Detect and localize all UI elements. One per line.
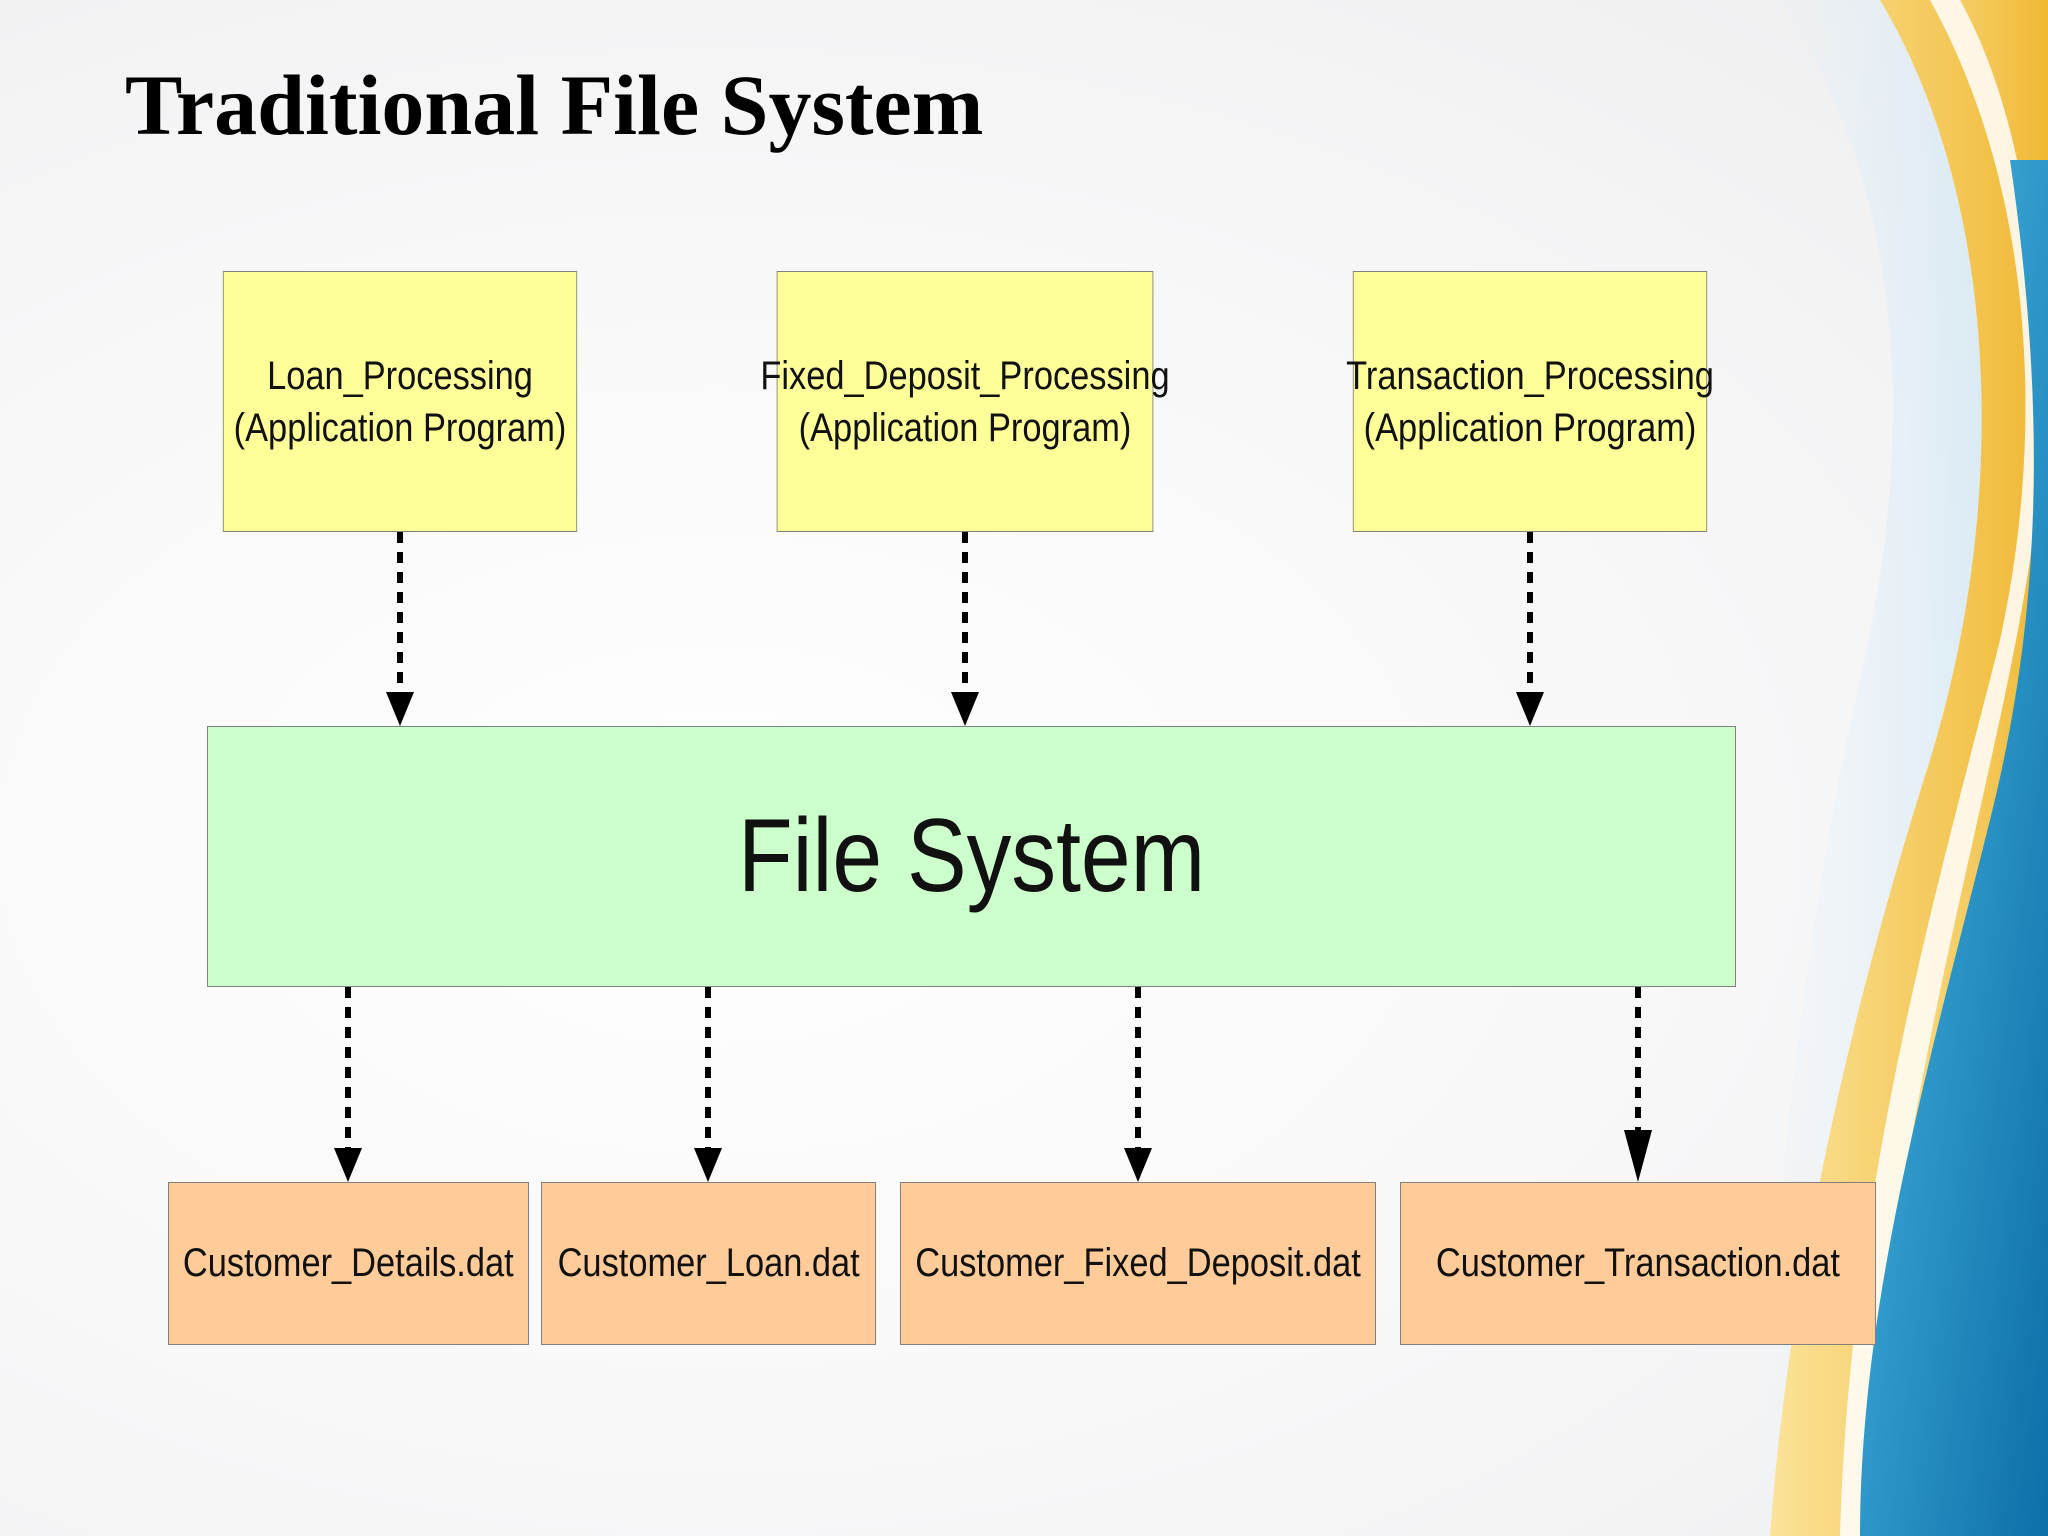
program-type: (Application Program) [1363, 405, 1697, 450]
file-name: Customer_Loan.dat [557, 1241, 860, 1285]
program-box-loan-processing: Loan_Processing (Application Program) [222, 271, 578, 532]
slide-title: Traditional File System [125, 57, 984, 153]
program-type: (Application Program) [798, 405, 1132, 450]
program-name: Fixed_Deposit_Processing [760, 353, 1170, 398]
file-box-customer-loan: Customer_Loan.dat [541, 1182, 876, 1345]
program-box-transaction-processing: Transaction_Processing (Application Prog… [1346, 271, 1714, 532]
program-box-fixed-deposit-processing: Fixed_Deposit_Processing (Application Pr… [760, 271, 1170, 532]
file-box-customer-fixed-deposit: Customer_Fixed_Deposit.dat [900, 1182, 1376, 1345]
file-name: Customer_Details.dat [183, 1241, 514, 1285]
program-name: Loan_Processing [267, 353, 533, 398]
file-box-customer-details: Customer_Details.dat [168, 1182, 529, 1345]
file-name: Customer_Fixed_Deposit.dat [915, 1241, 1361, 1285]
file-system-label: File System [737, 798, 1206, 914]
program-type: (Application Program) [233, 405, 567, 450]
file-name: Customer_Transaction.dat [1435, 1241, 1841, 1285]
file-system-box: File System [207, 726, 1736, 987]
file-box-customer-transaction: Customer_Transaction.dat [1400, 1182, 1876, 1345]
program-name: Transaction_Processing [1346, 353, 1714, 398]
